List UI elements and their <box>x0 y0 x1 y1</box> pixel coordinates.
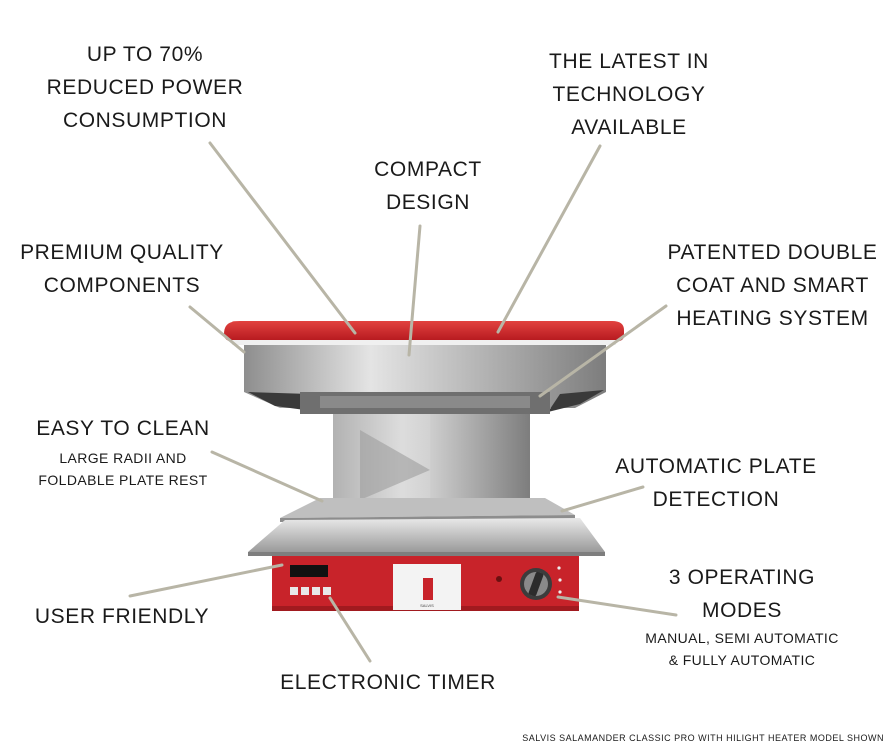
callout-line: UP TO 70% <box>86 43 204 66</box>
callout-title: EASY TO CLEAN <box>36 417 210 440</box>
support-column <box>333 412 530 500</box>
callout-subline: & FULLY AUTOMATIC <box>668 652 816 668</box>
callout-user-friendly: USER FRIENDLY <box>22 600 222 633</box>
callout-plate-detection: AUTOMATIC PLATE DETECTION <box>606 450 826 516</box>
callout-subline: FOLDABLE PLATE REST <box>38 472 208 488</box>
callout-operating-modes: 3 OPERATING MODES <box>632 561 852 627</box>
callout-line: CONSUMPTION <box>62 109 228 132</box>
leader-patented <box>538 304 668 398</box>
callout-subline: LARGE RADII AND <box>59 450 187 466</box>
timer-button-minus[interactable] <box>301 587 309 595</box>
callout-operating-modes-detail: MANUAL, SEMI AUTOMATIC & FULLY AUTOMATIC <box>632 627 852 671</box>
timer-button-plus[interactable] <box>312 587 320 595</box>
timer-button-1[interactable] <box>290 587 298 595</box>
callout-patented-heating: PATENTED DOUBLE COAT AND SMART HEATING S… <box>660 236 885 335</box>
heater-head <box>244 335 606 414</box>
callout-easy-to-clean: EASY TO CLEAN <box>18 412 228 445</box>
callout-line: AUTOMATIC PLATE <box>615 455 817 478</box>
model-footnote: SALVIS SALAMANDER CLASSIC PRO WITH HILIG… <box>522 733 884 743</box>
leader-clean <box>210 450 324 503</box>
leader-lines <box>128 141 678 663</box>
callout-title: USER FRIENDLY <box>34 605 210 628</box>
callout-subline: MANUAL, SEMI AUTOMATIC <box>645 630 839 646</box>
leader-plate <box>560 485 645 513</box>
callout-power-consumption: UP TO 70% REDUCED POWER CONSUMPTION <box>35 38 255 137</box>
callout-line: 3 OPERATING <box>668 566 816 589</box>
leader-compact <box>407 224 422 357</box>
callout-line: AVAILABLE <box>571 116 687 139</box>
callout-line: HEATING SYSTEM <box>676 307 869 330</box>
callout-line: PATENTED DOUBLE <box>667 241 878 264</box>
indicator-light <box>496 576 502 582</box>
callout-line: TECHNOLOGY <box>552 83 706 106</box>
callout-premium-components: PREMIUM QUALITY COMPONENTS <box>12 236 232 302</box>
callout-line: COAT AND SMART <box>676 274 869 297</box>
callout-latest-technology: THE LATEST IN TECHNOLOGY AVAILABLE <box>519 45 739 144</box>
callout-line: PREMIUM QUALITY <box>20 241 224 264</box>
callout-title: ELECTRONIC TIMER <box>280 671 496 694</box>
leader-timer <box>328 596 372 663</box>
callout-line: REDUCED POWER <box>46 76 244 99</box>
leader-friendly <box>128 563 284 598</box>
callout-line: COMPONENTS <box>43 274 201 297</box>
brand-mark: SALVIS <box>420 603 434 608</box>
red-top-cover <box>224 321 624 345</box>
timer-button-4[interactable] <box>323 587 331 595</box>
callout-line: COMPACT <box>374 158 482 181</box>
leader-technology <box>496 144 602 334</box>
callout-easy-to-clean-detail: LARGE RADII AND FOLDABLE PLATE REST <box>18 447 228 491</box>
callout-electronic-timer: ELECTRONIC TIMER <box>268 666 508 699</box>
red-base: SALVIS <box>272 556 579 611</box>
timer-display <box>290 565 328 577</box>
leader-components <box>188 305 246 354</box>
callout-line: DETECTION <box>652 488 780 511</box>
leader-modes <box>556 595 678 617</box>
callout-line: DESIGN <box>385 191 471 214</box>
base-plate <box>248 518 605 556</box>
callout-line: MODES <box>701 599 782 622</box>
callout-compact-design: COMPACT DESIGN <box>348 153 508 219</box>
callout-line: THE LATEST IN <box>549 50 709 73</box>
leader-power <box>208 141 357 335</box>
